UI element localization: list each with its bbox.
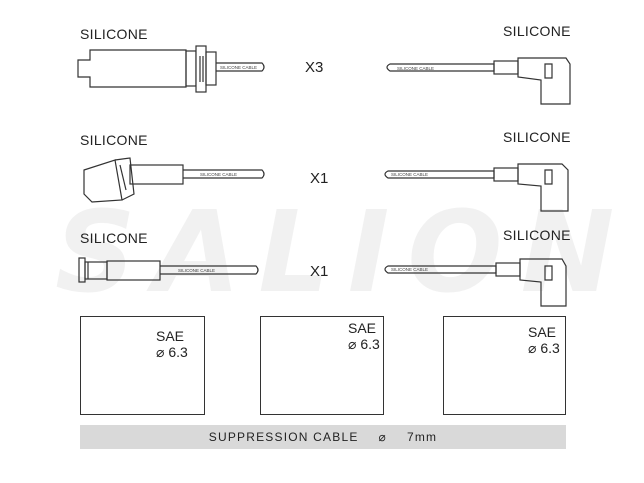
diameter-symbol: ⌀ (378, 430, 387, 444)
row3-right-label: SILICONE (503, 227, 571, 243)
row3-left-cable-text: SILICONE CABLE (178, 268, 215, 273)
spark-plug-terminal-box (80, 316, 205, 415)
row2-left-cable-text: SILICONE CABLE (200, 172, 237, 177)
row1-left-cable (216, 62, 265, 72)
row1-left-label: SILICONE (80, 26, 148, 42)
row2-left-angled-boot (83, 157, 184, 203)
box2-diameter: ⌀ 6.3 (348, 336, 380, 352)
box3-diameter: ⌀ 6.3 (528, 340, 560, 356)
box1-sae-text: SAE ⌀ 6.3 (156, 328, 188, 360)
row2-left-cable (183, 169, 265, 179)
box1-sae-label: SAE (156, 328, 185, 344)
distributor-terminal-box (443, 316, 566, 415)
row3-left-cable (160, 265, 259, 275)
row3-right-cable-text: SILICONE CABLE (391, 267, 428, 272)
box2-sae-label: SAE (348, 320, 377, 336)
row2-right-cable-text: SILICONE CABLE (391, 172, 428, 177)
row2-right-cable (384, 170, 495, 179)
coil-terminal-box (260, 316, 384, 415)
row1-quantity: X3 (305, 59, 324, 76)
row2-right-angled-boot (493, 163, 569, 212)
suppression-cable-banner: SUPPRESSION CABLE ⌀ 7mm (80, 425, 566, 449)
banner-text: SUPPRESSION CABLE (208, 430, 359, 444)
row2-right-label: SILICONE (503, 129, 571, 145)
row3-right-cable (384, 265, 497, 274)
row1-left-straight-boot (77, 45, 217, 93)
row2-left-label: SILICONE (80, 132, 148, 148)
row1-right-label: SILICONE (503, 23, 571, 39)
box2-sae-text: SAE ⌀ 6.3 (348, 320, 380, 352)
row3-quantity: X1 (310, 263, 329, 280)
row1-right-cable-text: SILICONE CABLE (397, 66, 434, 71)
banner-value: 7mm (406, 430, 438, 444)
box3-sae-label: SAE (528, 324, 557, 340)
row2-quantity: X1 (310, 170, 329, 187)
box3-sae-text: SAE ⌀ 6.3 (528, 324, 560, 356)
row1-right-angled-boot (493, 57, 571, 105)
row3-left-label: SILICONE (80, 230, 148, 246)
row3-right-angled-boot (495, 258, 567, 307)
row3-left-straight-boot (78, 257, 161, 283)
row1-right-cable (386, 63, 495, 72)
box1-diameter: ⌀ 6.3 (156, 344, 188, 360)
row1-left-cable-text: SILICONE CABLE (220, 65, 257, 70)
